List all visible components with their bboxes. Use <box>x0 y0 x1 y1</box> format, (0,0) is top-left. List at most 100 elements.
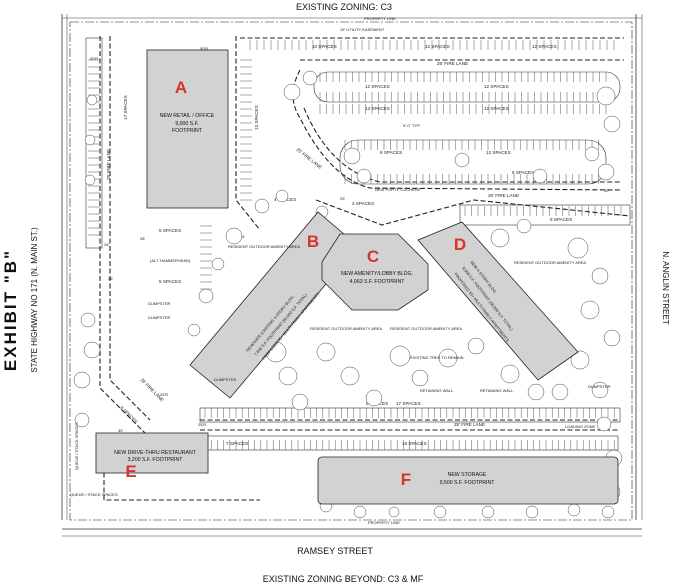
building-a-footprint-label: FOOTPRINT <box>172 128 203 134</box>
tree <box>525 505 539 519</box>
tree <box>211 257 225 271</box>
fire-lane-label-6: 25' FIRE LANE <box>295 147 323 170</box>
building-c: C NEW AMENITY/LOBBY BLDG. 4,063 S.F. FOO… <box>321 233 429 311</box>
tree <box>83 341 101 359</box>
parking-label: 12 SPACES <box>532 44 557 49</box>
tree <box>603 115 621 133</box>
tree <box>343 147 361 165</box>
building-c-name: NEW AMENITY/LOBBY BLDG. <box>341 271 413 277</box>
tree <box>389 345 411 367</box>
fire-lane-label-2: 25' FIRE LANE <box>488 193 519 198</box>
svg-text:26': 26' <box>108 276 113 281</box>
parking-label: 12 SPACES <box>486 150 511 155</box>
building-f-name: NEW STORAGE <box>448 472 487 478</box>
fire-lane-label-5: 25' FIRE LANE <box>139 377 164 402</box>
tree <box>302 70 318 86</box>
tree <box>570 350 590 370</box>
svg-text:25'R: 25'R <box>160 392 168 397</box>
retaining-wall-label: RETAINING WALL <box>480 388 514 393</box>
parking-label: 17 SPACES <box>396 401 421 406</box>
parking-label: 5 SPACES <box>159 228 181 233</box>
street-edges <box>61 14 643 537</box>
dumpster-label: DUMPSTER <box>148 315 171 320</box>
tree <box>567 503 581 517</box>
building-f-footprint: 9,500 S.F. FOOTPRINT <box>440 480 496 486</box>
utility-easement-label: 15' UTILITY EASEMENT <box>340 27 385 32</box>
tree <box>340 366 360 386</box>
misc-labels: NEW PORTE COCHERE (ALT. HAMMERHEAD) DUMP… <box>70 187 611 497</box>
dumpster-label: DUMPSTER <box>148 301 171 306</box>
property-line <box>69 21 633 521</box>
parking-label: 10 SPACES <box>312 44 337 49</box>
tree <box>516 218 532 234</box>
tree <box>388 506 400 518</box>
svg-text:28': 28' <box>140 236 145 241</box>
tree <box>597 163 615 181</box>
building-e: E NEW DRIVE-THRU RESTAURANT 3,200 S.F. F… <box>95 432 209 481</box>
parking-label: 17 SPACES <box>123 95 128 120</box>
tree <box>584 146 600 162</box>
tree <box>601 505 615 519</box>
tree <box>433 505 447 519</box>
svg-text:25': 25' <box>340 196 345 201</box>
tree <box>353 505 367 519</box>
tree <box>603 329 621 347</box>
property-line-label-north: PROPERTY LINE <box>364 16 396 21</box>
tree <box>481 505 495 519</box>
fire-lane-label-4: 25' FIRE LANE <box>106 149 111 180</box>
tree <box>84 134 96 146</box>
tree <box>291 393 309 411</box>
retaining-wall-label: RETAINING WALL <box>420 388 454 393</box>
tree <box>411 369 429 387</box>
street-west-label: STATE HIGHWAY NO 171 (N. MAIN ST.) <box>30 227 39 373</box>
amenity-label-3: RESIDENT OUTDOOR AMENITY AREA <box>390 326 462 331</box>
building-a-name: NEW RETAIL / OFFICE <box>160 113 215 119</box>
building-e-letter: E <box>125 462 136 481</box>
building-c-letter: C <box>367 247 379 266</box>
tree <box>225 227 243 245</box>
loading-zone-label: LOADING ZONE <box>565 424 596 429</box>
tree <box>567 237 589 259</box>
building-a-letter: A <box>175 78 187 97</box>
tree <box>73 371 91 389</box>
svg-text:28': 28' <box>104 242 109 247</box>
street-south-label: RAMSEY STREET <box>297 546 373 556</box>
amenity-label-2: RESIDENT OUTDOOR AMENITY AREA <box>310 326 382 331</box>
building-b-letter: B <box>307 232 319 251</box>
tree <box>580 300 600 320</box>
building-d-letter: D <box>454 235 466 254</box>
tree <box>283 83 301 101</box>
exhibit-label: EXHIBIT "B" <box>1 249 20 371</box>
building-b: B RENOVATE EXISTING 4-STORY BLDG. 7,845 … <box>189 211 359 399</box>
building-a-footprint: 9,000 S.F. <box>175 121 198 127</box>
building-c-footprint: 4,063 S.F. FOOTPRINT <box>350 279 406 285</box>
tree-remain-label: EXISTING TREE TO REMAIN <box>410 355 464 360</box>
tree <box>454 152 470 168</box>
building-f: F NEW STORAGE 9,500 S.F. FOOTPRINT <box>317 456 619 505</box>
tree <box>86 94 98 106</box>
tree <box>84 174 96 186</box>
parking-stripes <box>88 40 622 450</box>
svg-text:24': 24' <box>240 234 245 239</box>
zoning-south-label: EXISTING ZONING BEYOND: C3 & MF <box>263 574 424 584</box>
amenity-label-4: RESIDENT OUTDOOR AMENITY AREA <box>514 260 586 265</box>
parking-label: 7 SPACES <box>226 441 248 446</box>
building-f-letter: F <box>401 470 411 489</box>
building-a: A NEW RETAIL / OFFICE 9,000 S.F. FOOTPRI… <box>146 49 229 209</box>
property-line-label-south: PROPERTY LINE <box>368 520 400 525</box>
tree <box>254 198 270 214</box>
tree <box>532 168 548 184</box>
tree <box>278 366 298 386</box>
tree <box>527 383 545 401</box>
amenity-label-1: RESIDENT OUTDOOR AMENITY AREA <box>228 244 300 249</box>
stack-spaces-label: QUEUE / STACK SPACES <box>70 492 118 497</box>
svg-text:30': 30' <box>118 428 123 433</box>
hammerhead-label: (ALT. HAMMERHEAD) <box>150 258 191 263</box>
tree-group <box>73 70 623 519</box>
tree <box>74 412 90 428</box>
parking-label: 5 SPACES <box>159 279 181 284</box>
svg-text:50'R: 50'R <box>90 56 98 61</box>
dimension-labels: 50'R 50'R 28' 28' 26' 24' 25' 25'R 25'R … <box>90 46 609 433</box>
parking-label: 13 SPACES <box>254 105 259 130</box>
